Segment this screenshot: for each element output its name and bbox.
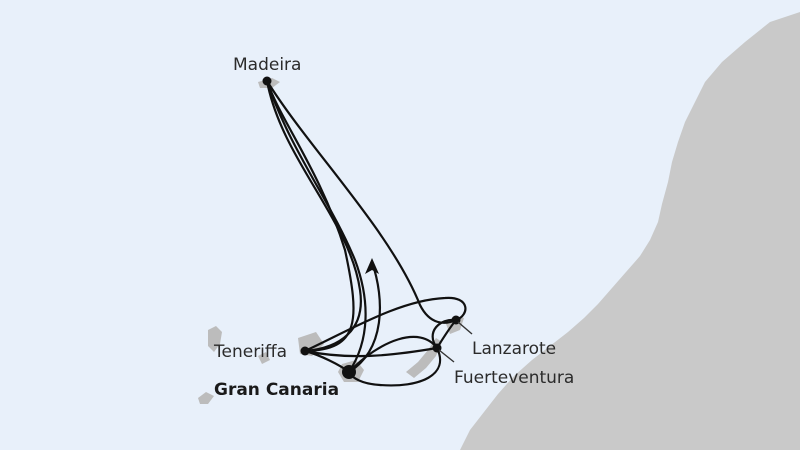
port-label-lanzarote: Lanzarote (472, 339, 556, 359)
island-el-hierro (198, 392, 214, 404)
port-markers (262, 76, 461, 379)
route-gran-canaria-fuerteventura-north (347, 335, 439, 374)
route-teneriffa-lanzarote (303, 296, 467, 353)
port-label-gran-canaria: Gran Canaria (214, 380, 339, 400)
direction-arrow-icon (365, 258, 379, 274)
port-label-teneriffa: Teneriffa (213, 342, 287, 362)
route-madeira-gran-canaria (265, 79, 367, 374)
island-la-gomera (258, 352, 270, 364)
route-fuerteventura-gran-canaria (347, 346, 442, 387)
route-madeira-lanzarote (265, 79, 458, 324)
cruise-routes (265, 79, 467, 387)
leader-line-lanzarote (457, 321, 473, 335)
port-label-fuerteventura: Fuerteventura (454, 368, 574, 388)
route-teneriffa-madeira-west (265, 79, 355, 353)
port-marker-teneriffa[interactable] (300, 346, 310, 356)
island-la-palma (208, 326, 222, 352)
route-teneriffa-fuerteventura (303, 346, 439, 358)
mainland-africa (460, 12, 800, 450)
port-marker-gran-canaria[interactable] (342, 365, 356, 379)
port-label-madeira: Madeira (233, 55, 301, 75)
route-madeira-teneriffa-outer (265, 79, 362, 353)
port-marker-madeira[interactable] (262, 76, 272, 86)
leader-line-fuerteventura (438, 349, 455, 363)
route-gran-canaria-madeira-return (347, 260, 381, 374)
